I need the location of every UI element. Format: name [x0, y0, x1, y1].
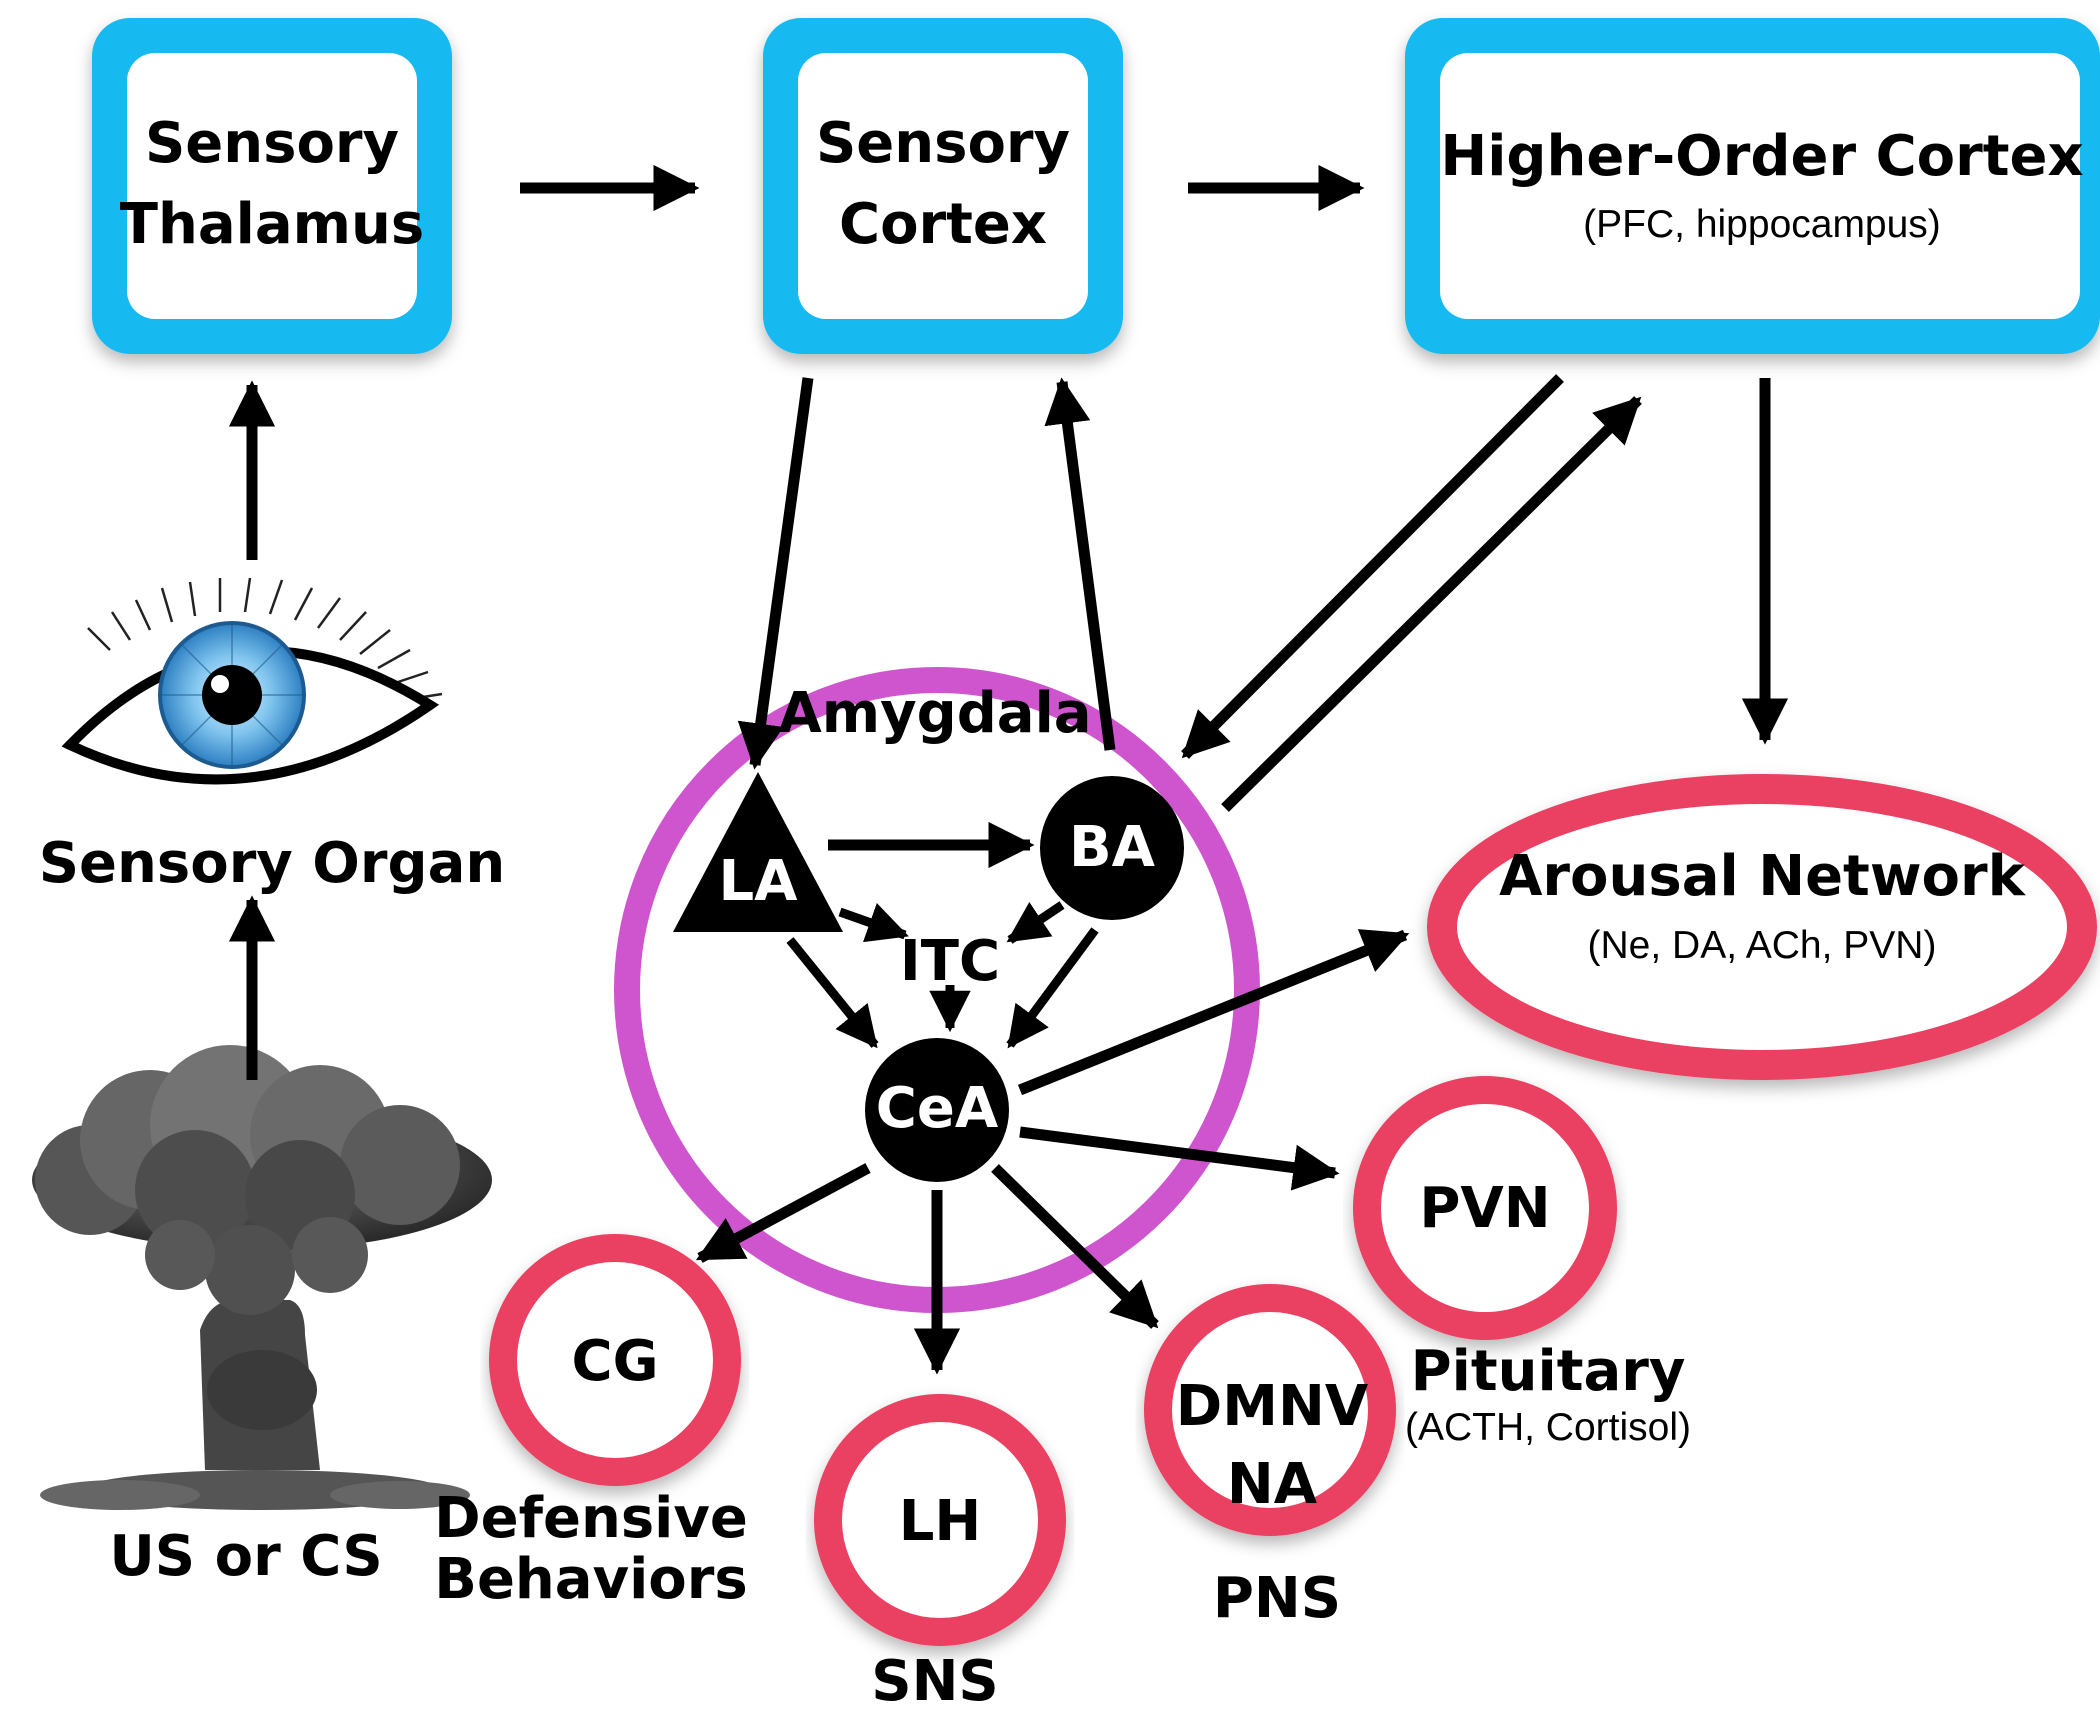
lh-circle [814, 1394, 1066, 1646]
stimulus-label: US or CS [109, 1524, 382, 1589]
sensory-thalamus-box [92, 18, 452, 354]
dmnv-label-2: NA [1227, 1452, 1318, 1517]
sensory-cortex-label-2: Cortex [839, 192, 1047, 257]
arousal-network-subtitle: (Ne, DA, ACh, PVN) [1588, 924, 1937, 967]
arrow-cortex-to-la [737, 377, 814, 770]
pvn-circle [1353, 1076, 1617, 1340]
pvn-label: PVN [1419, 1176, 1550, 1241]
arrow-ba-to-itc [1006, 901, 1065, 944]
arrow-ba-to-cortex [1044, 377, 1116, 751]
arousal-network-title: Arousal Network [1499, 844, 2027, 909]
cea-node [865, 1038, 1009, 1182]
amygdala-label: Amygdala [778, 681, 1091, 746]
arrow-higher-to-ba [1181, 374, 1564, 759]
itc-label: ITC [900, 929, 1000, 994]
arrow-la-to-cea [786, 937, 879, 1049]
arrow-cea-to-cg [695, 1163, 871, 1263]
arrow-cea-to-dmnv [991, 1164, 1159, 1329]
cg-label: CG [571, 1329, 658, 1394]
higher-order-cortex-title: Higher-Order Cortex [1440, 124, 2083, 189]
sensory-organ-label: Sensory Organ [39, 831, 506, 896]
dmnv-label-1: DMNV [1176, 1374, 1369, 1439]
sensory-cortex-label-1: Sensory [816, 111, 1070, 176]
pvn-caption-1: Pituitary [1411, 1339, 1686, 1404]
higher-order-cortex-box [1405, 18, 2100, 354]
arousal-network-ellipse [1427, 774, 2097, 1080]
sensory-thalamus-label-1: Sensory [145, 111, 399, 176]
higher-order-cortex-subtitle: (PFC, hippocampus) [1583, 203, 1941, 246]
cg-caption-2: Behaviors [434, 1547, 747, 1612]
ba-label: BA [1069, 815, 1156, 880]
eye-icon [61, 577, 443, 785]
la-node [673, 772, 843, 932]
dmnv-circle [1144, 1284, 1396, 1536]
pvn-caption-2: (ACTH, Cortisol) [1405, 1406, 1691, 1449]
cg-caption-1: Defensive [434, 1486, 748, 1551]
cg-circle [489, 1234, 741, 1486]
lh-label: LH [899, 1489, 982, 1554]
dmnv-caption: PNS [1213, 1566, 1341, 1631]
lh-caption: SNS [871, 1649, 999, 1709]
arrow-ba-to-cea [1006, 927, 1099, 1049]
ba-node [1040, 776, 1184, 920]
arrow-la-to-itc [838, 903, 909, 943]
mushroom-cloud-icon [32, 1045, 492, 1510]
sensory-thalamus-label-2: Thalamus [120, 192, 424, 257]
arrow-cea-to-pvn [1019, 1126, 1340, 1191]
cea-label: CeA [876, 1076, 999, 1141]
arrow-ba-to-higher [1221, 396, 1642, 812]
arrow-cea-to-arousal [1017, 929, 1410, 1096]
sensory-cortex-box [763, 18, 1123, 354]
la-label: LA [718, 849, 798, 914]
